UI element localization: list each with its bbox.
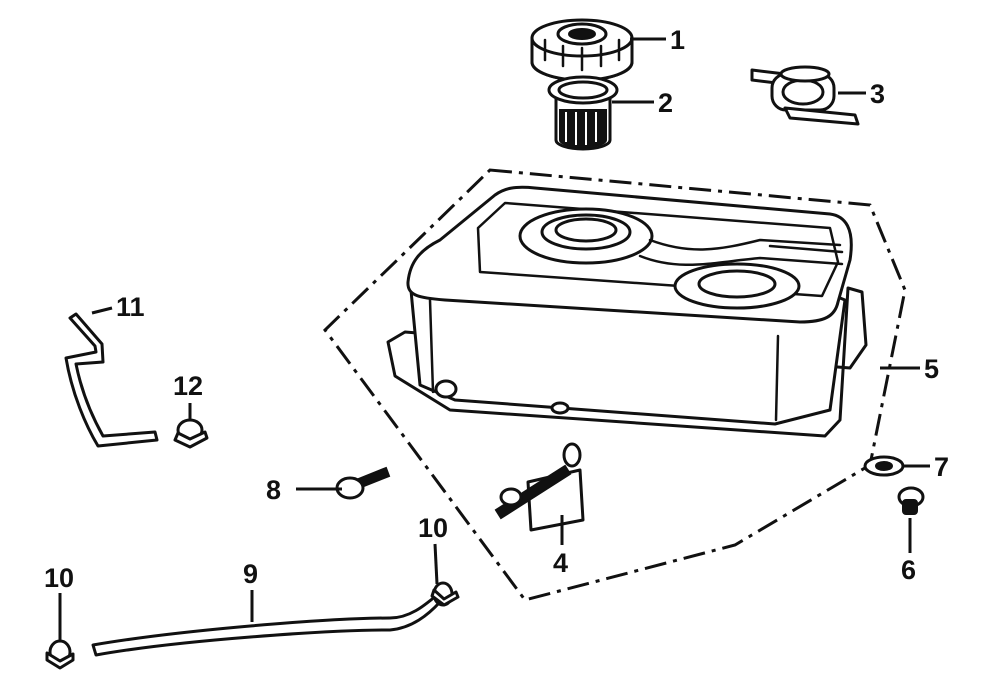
part-6-drain-bolt [897,486,925,515]
callout-4: 4 [553,548,568,578]
part-7-gasket-washer [863,455,905,477]
part-10-hose-clamp-left [45,639,75,670]
callout-3: 3 [870,79,885,109]
part-11-breather-tube [64,312,159,448]
part-1-fuel-cap [530,18,634,82]
callout-11: 11 [116,292,145,322]
assembly-boundary [323,168,907,602]
callout-2: 2 [658,88,673,118]
part-2-fuel-strainer [547,75,619,151]
callout-1: 1 [670,25,685,55]
callout-6: 6 [901,555,916,585]
callout-10-right: 10 [418,513,448,543]
part-5-fuel-tank [386,185,868,438]
callout-12: 12 [173,371,203,401]
callout-9: 9 [243,559,258,589]
callout-10-left: 10 [44,563,74,593]
callout-7: 7 [934,452,949,482]
part-12-tube-clip [173,418,209,449]
callout-5: 5 [924,354,939,384]
part-10-hose-clamp-right [430,581,460,607]
leader-lines [58,37,930,640]
part-3-fuel-valve [750,65,860,126]
callout-8: 8 [266,475,281,505]
part-9-fuel-hose [91,593,442,657]
part-4-fuel-gauge-sender [494,442,585,532]
part-8-mounting-bolt [335,466,391,500]
